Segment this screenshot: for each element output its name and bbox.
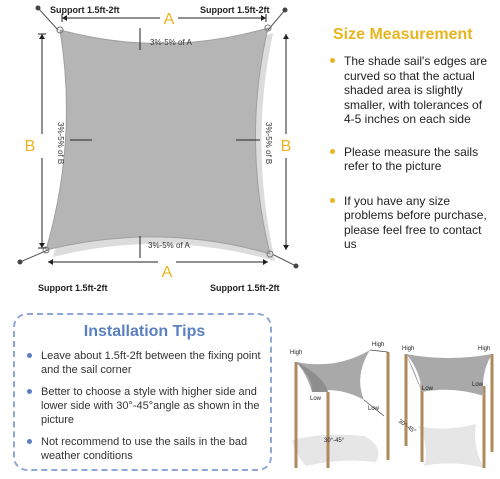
bullet-icon: [27, 439, 32, 444]
sail-measurement-diagram: A A B B 3%-5% of A 3%-5% of A 3%-5% of B…: [17, 5, 299, 293]
installation-tips-title: Installation Tips: [83, 323, 206, 340]
label-b-right: B: [281, 138, 292, 155]
shade-sail-shape: [45, 27, 271, 255]
list-item-text: Better to choose a style with higher sid…: [41, 386, 260, 426]
angle-label: 30°-45°: [324, 438, 345, 444]
bullet-icon: [330, 148, 335, 154]
label-a-bottom: A: [162, 264, 173, 281]
list-item-text: Not recommend to use the sails in the ba…: [41, 436, 248, 462]
installation-illustration-square: High High Low Low 30°-45°: [397, 346, 494, 468]
bullet-icon: [27, 389, 32, 394]
support-label-bottom-right: Support 1.5ft-2ft: [210, 283, 280, 293]
size-measurement-list: The shade sail's edges are curved so tha…: [326, 54, 496, 252]
list-item: Leave about 1.5ft-2ft between the fixing…: [25, 349, 265, 377]
bullet-icon: [330, 197, 335, 203]
size-measurement-title: Size Measurement: [333, 26, 473, 43]
support-label-top-right: Support 1.5ft-2ft: [200, 5, 270, 15]
label-low: Low: [422, 386, 434, 392]
label-high: High: [372, 342, 384, 348]
label-high: High: [402, 346, 414, 352]
shade-sail-shape: [406, 354, 492, 396]
label-low: Low: [368, 406, 380, 412]
list-item: Better to choose a style with higher sid…: [25, 385, 265, 427]
label-high: High: [478, 346, 490, 352]
label-low: Low: [310, 396, 322, 402]
tolerance-bottom: 3%-5% of A: [148, 241, 190, 250]
list-item-text: The shade sail's edges are curved so tha…: [344, 54, 488, 126]
tolerance-top: 3%-5% of A: [150, 38, 192, 47]
list-item-text: If you have any size problems before pur…: [344, 193, 487, 252]
label-a-top: A: [164, 11, 175, 28]
list-item: Not recommend to use the sails in the ba…: [25, 435, 265, 463]
support-label-top-left: Support 1.5ft-2ft: [50, 5, 120, 15]
installation-tips-list: Leave about 1.5ft-2ft between the fixing…: [25, 349, 265, 471]
label-b-left: B: [25, 138, 36, 155]
tolerance-left: 3%-5% of B: [56, 122, 65, 164]
label-high: High: [290, 350, 302, 356]
bullet-icon: [27, 353, 32, 358]
list-item-text: Please measure the sails refer to the pi…: [344, 144, 479, 174]
label-low: Low: [472, 382, 484, 388]
list-item: Please measure the sails refer to the pi…: [326, 145, 496, 174]
installation-illustration-diamond: High High Low Low 30°-45°: [290, 342, 390, 468]
installation-tips-box: Installation Tips Leave about 1.5ft-2ft …: [13, 313, 272, 471]
bullet-icon: [330, 58, 335, 63]
tolerance-right: 3%-5% of B: [264, 122, 273, 164]
list-item: If you have any size problems before pur…: [326, 194, 496, 252]
list-item-text: Leave about 1.5ft-2ft between the fixing…: [41, 350, 261, 376]
list-item: The shade sail's edges are curved so tha…: [326, 54, 496, 127]
support-label-bottom-left: Support 1.5ft-2ft: [38, 283, 108, 293]
